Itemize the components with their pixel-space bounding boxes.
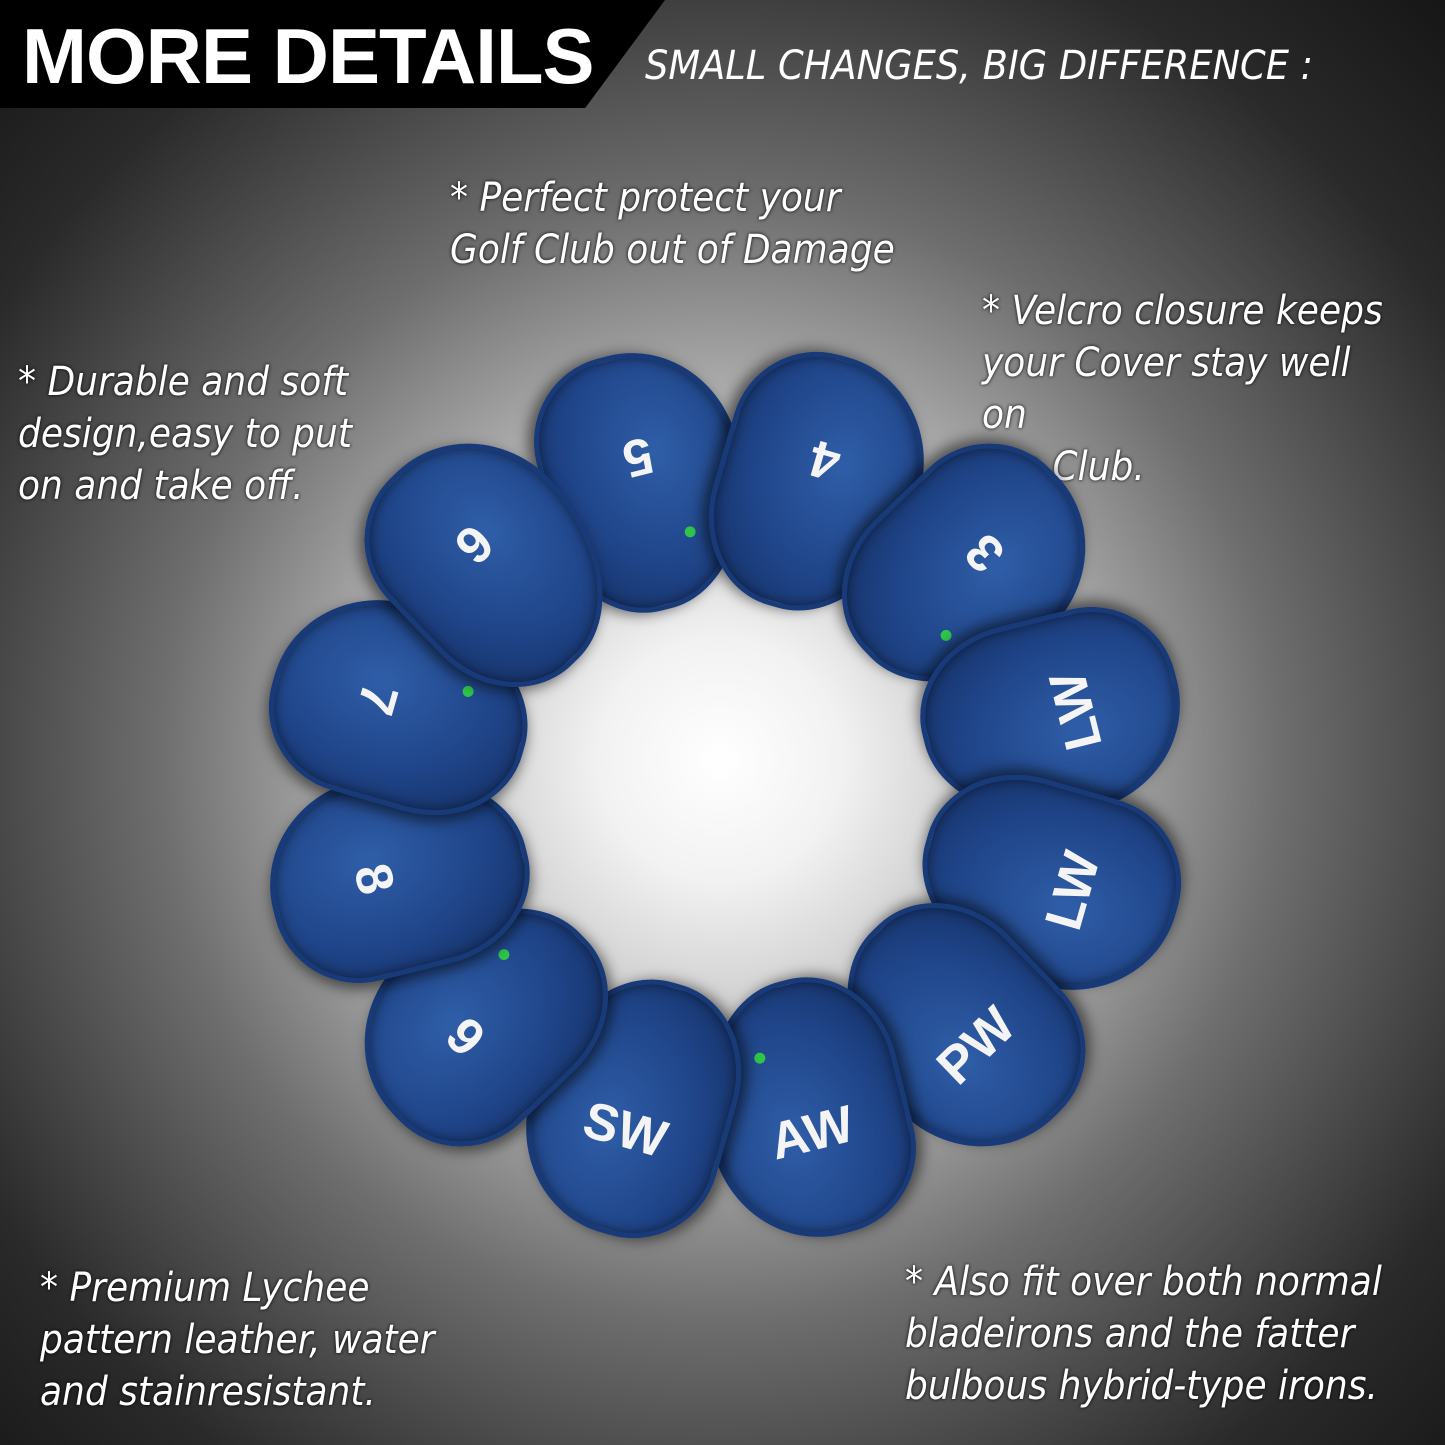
headcover-label: LW xyxy=(1038,665,1114,756)
headcover-label: SW xyxy=(577,1090,674,1170)
green-dot-icon xyxy=(683,525,697,539)
headcover-label: 9 xyxy=(433,1006,496,1068)
header-banner xyxy=(0,0,665,108)
headcover-label: 3 xyxy=(954,522,1017,584)
headcover-label: LW xyxy=(1033,845,1112,937)
headcover-label: AW xyxy=(764,1094,861,1172)
header-subtitle: SMALL CHANGES, BIG DIFFERENCE : xyxy=(645,43,1314,89)
note-leather: * Premium Lychee pattern leather, water … xyxy=(40,1265,435,1415)
note-velcro: * Velcro closure keeps your Cover stay w… xyxy=(982,288,1383,490)
note-durable: * Durable and soft design,easy to put on… xyxy=(18,359,352,509)
note-protection: * Perfect protect your Golf Club out of … xyxy=(450,175,895,273)
green-dot-icon xyxy=(938,627,954,644)
headcover-label: 5 xyxy=(616,425,659,489)
headcover-label: 7 xyxy=(345,677,410,721)
green-dot-icon xyxy=(753,1051,767,1065)
headcover-label: PW xyxy=(925,995,1027,1096)
headcover-label: 6 xyxy=(443,513,505,576)
green-dot-icon xyxy=(461,684,476,699)
green-dot-icon xyxy=(496,946,512,963)
header-title: MORE DETAILS xyxy=(22,12,595,100)
headcover-label: 4 xyxy=(802,428,847,492)
note-fit: * Also fit over both normal bladeirons a… xyxy=(905,1259,1382,1409)
headcover-label: 8 xyxy=(342,858,406,901)
